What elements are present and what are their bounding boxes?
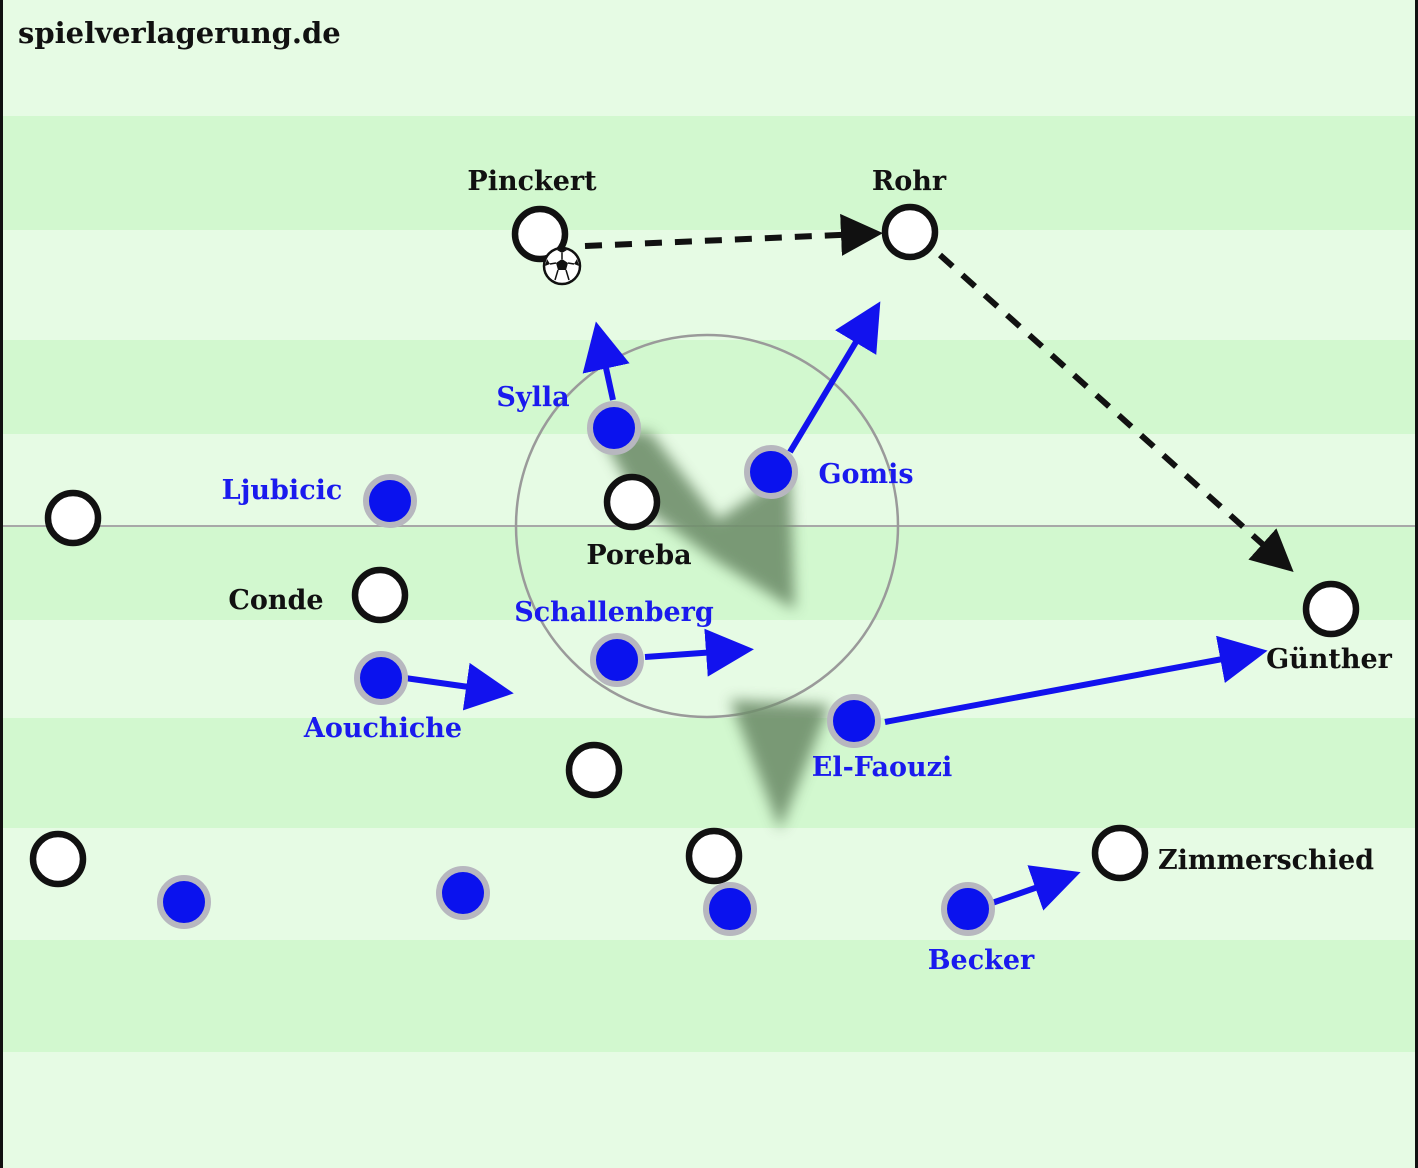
player-white-center-back xyxy=(685,827,743,885)
label-conde: Conde xyxy=(228,585,323,616)
label-pinckert: Pinckert xyxy=(467,166,597,197)
run-arrow-schallenberg xyxy=(644,628,754,677)
site-watermark: spielverlagerung.de xyxy=(18,16,341,50)
label-becker: Becker xyxy=(928,945,1035,976)
player-el-faouzi xyxy=(827,694,881,748)
player-aouchiche xyxy=(354,651,408,705)
run-arrow-gomis xyxy=(787,301,881,454)
cover-shadow-lower xyxy=(730,700,830,830)
player-sylla xyxy=(587,401,641,455)
player-schallenberg xyxy=(590,633,644,687)
player-becker xyxy=(941,882,995,936)
player-white-left-mid xyxy=(44,489,102,547)
player-white-center xyxy=(565,741,623,799)
player-gomis xyxy=(744,445,798,499)
blue-team xyxy=(157,401,995,936)
label-guenther: Günther xyxy=(1266,644,1393,675)
player-zimmerschied xyxy=(1091,824,1149,882)
pressing-zone-circle xyxy=(514,333,900,719)
run-arrow-sylla xyxy=(582,321,630,401)
pass-lines xyxy=(584,213,1294,573)
player-ljubicic xyxy=(363,474,417,528)
label-aouchiche: Aouchiche xyxy=(303,713,462,744)
player-conde xyxy=(351,566,409,624)
run-arrow-aouchiche xyxy=(404,662,514,711)
pass-arrow-rohr-guenther xyxy=(937,252,1294,573)
player-blue-center xyxy=(703,882,757,936)
label-gomis: Gomis xyxy=(818,459,913,490)
white-team xyxy=(29,203,1360,888)
pass-arrow-pinckert-rohr xyxy=(584,213,883,256)
label-ljubicic: Ljubicic xyxy=(222,475,343,506)
player-pinckert xyxy=(511,205,569,263)
label-sylla: Sylla xyxy=(496,382,569,413)
player-poreba xyxy=(603,473,661,531)
label-rohr: Rohr xyxy=(872,166,947,197)
label-el-faouzi: El-Faouzi xyxy=(812,752,952,783)
player-guenther xyxy=(1302,580,1360,638)
player-blue-left xyxy=(157,875,211,929)
cover-shadow-upper xyxy=(598,430,795,610)
label-zimmerschied: Zimmerschied xyxy=(1158,845,1374,876)
label-schallenberg: Schallenberg xyxy=(514,597,714,628)
player-blue-center-left xyxy=(436,866,490,920)
run-arrow-becker xyxy=(991,865,1081,911)
movement-arrows xyxy=(404,301,1268,911)
player-white-left-back xyxy=(29,830,87,888)
label-poreba: Poreba xyxy=(586,540,691,571)
football-icon xyxy=(542,246,582,286)
player-rohr xyxy=(881,203,939,261)
run-arrow-el-faouzi xyxy=(884,635,1268,725)
cover-shadows xyxy=(598,430,830,830)
